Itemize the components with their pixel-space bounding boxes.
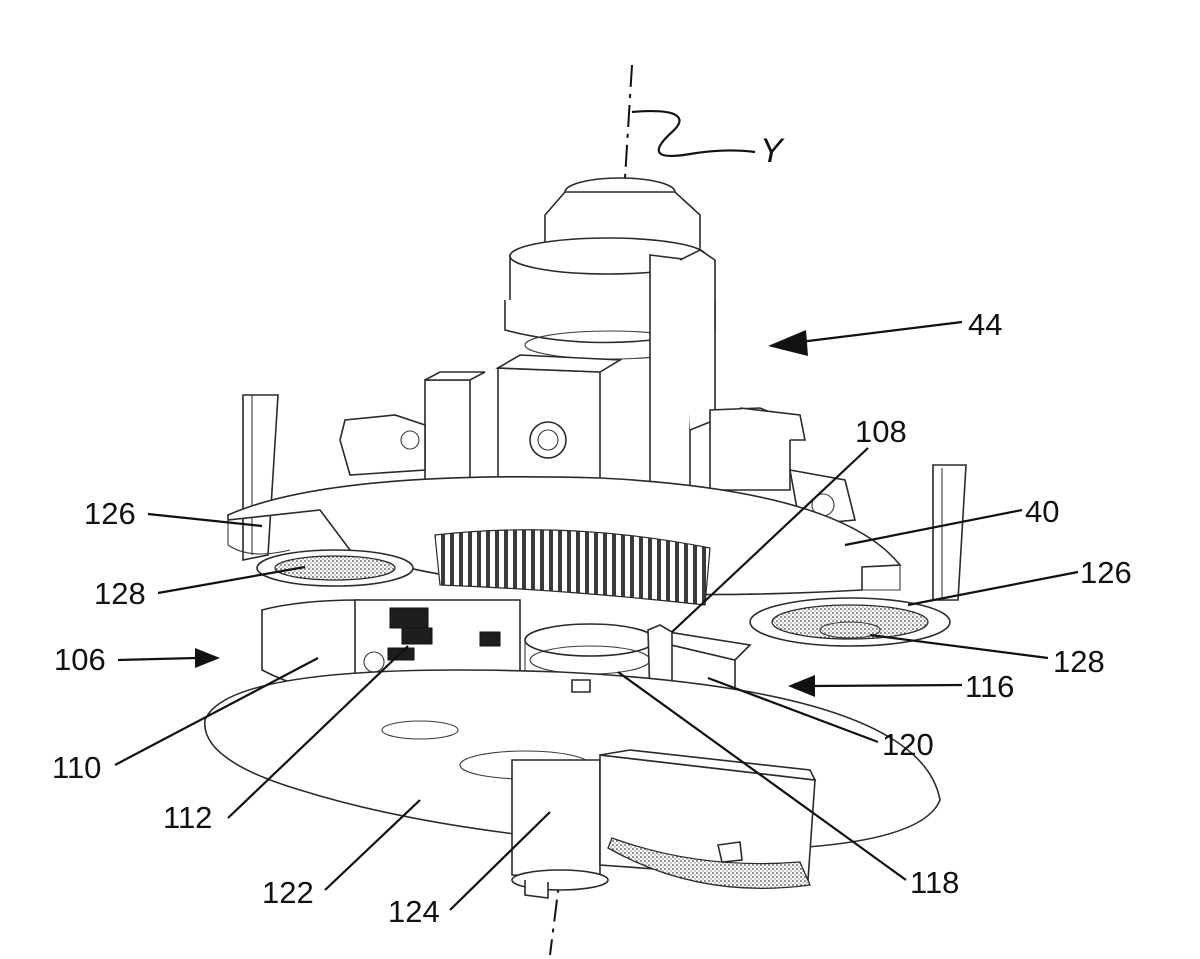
label-112: 112	[163, 800, 212, 835]
label-126-right: 126	[1080, 555, 1132, 590]
label-110: 110	[52, 750, 101, 785]
arrowhead-106	[195, 648, 220, 668]
label-128-left: 128	[94, 576, 146, 611]
label-120: 120	[882, 727, 934, 762]
axis-leader-y	[632, 111, 755, 156]
label-122: 122	[262, 875, 314, 910]
right-post	[933, 465, 966, 600]
label-124: 124	[388, 894, 440, 929]
leader-122	[325, 800, 420, 890]
leader-128-right	[870, 635, 1048, 658]
upper-motor-assembly	[340, 178, 855, 525]
roller-right	[750, 598, 950, 646]
bottom-motor	[512, 750, 815, 898]
pin-118	[572, 680, 590, 692]
label-116: 116	[965, 669, 1014, 704]
label-128-right: 128	[1053, 644, 1105, 679]
arrowhead-116	[788, 675, 815, 697]
arrowhead-44	[768, 330, 808, 356]
label-44: 44	[968, 307, 1002, 342]
label-108: 108	[855, 414, 907, 449]
roller-left	[257, 550, 413, 586]
leader-44	[800, 322, 962, 342]
leader-106	[118, 658, 196, 660]
label-126-left: 126	[84, 496, 136, 531]
axis-label-y: Y	[760, 132, 785, 170]
leader-116	[812, 685, 962, 686]
left-post	[243, 395, 278, 560]
gear-ring	[435, 530, 710, 605]
label-106: 106	[54, 642, 106, 677]
label-40: 40	[1025, 494, 1059, 529]
label-118: 118	[910, 865, 959, 900]
axis-line-top	[625, 65, 632, 178]
